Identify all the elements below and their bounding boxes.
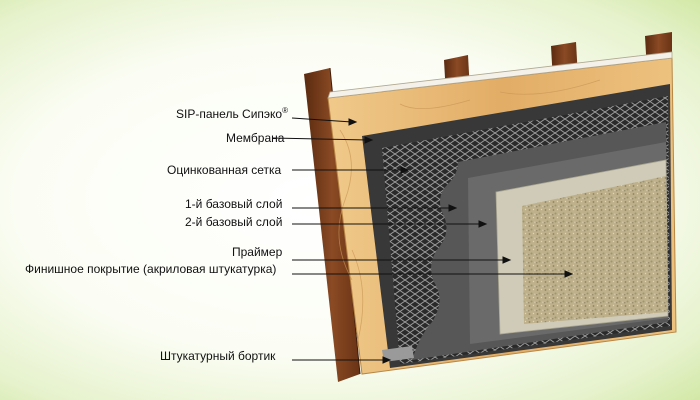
label-finish-coat: Финишное покрытие (акриловая штукатурка)	[25, 262, 276, 276]
label-primer: Праймер	[232, 245, 283, 259]
label-base-coat-2: 2-й базовый слой	[185, 215, 282, 229]
arrow-sip	[348, 118, 358, 126]
corner-timber-post	[304, 68, 360, 382]
leader-membrane	[271, 137, 369, 141]
label-mesh: Оцинкованная сетка	[167, 163, 282, 177]
label-membrane: Мембрана	[226, 131, 285, 145]
plaster-bead	[382, 346, 414, 362]
sip-panel-top-edge	[327, 51, 673, 99]
wood-grain	[338, 79, 601, 341]
acrylic-stucco-layer	[522, 176, 668, 324]
arrow-bead	[382, 356, 392, 364]
leader-sip	[291, 117, 353, 123]
leader-lines	[271, 117, 574, 364]
arrow-base2	[478, 220, 488, 228]
label-sip-panel: SIP-панель Сипэко®	[176, 106, 288, 121]
arrow-membrane	[364, 136, 374, 144]
arrow-base1	[448, 204, 458, 212]
arrow-finish	[564, 270, 574, 278]
arrow-mesh	[400, 166, 410, 174]
label-base-coat-1: 1-й базовый слой	[185, 197, 282, 211]
arrow-primer	[502, 256, 512, 264]
label-plaster-bead: Штукатурный бортик	[160, 349, 276, 363]
